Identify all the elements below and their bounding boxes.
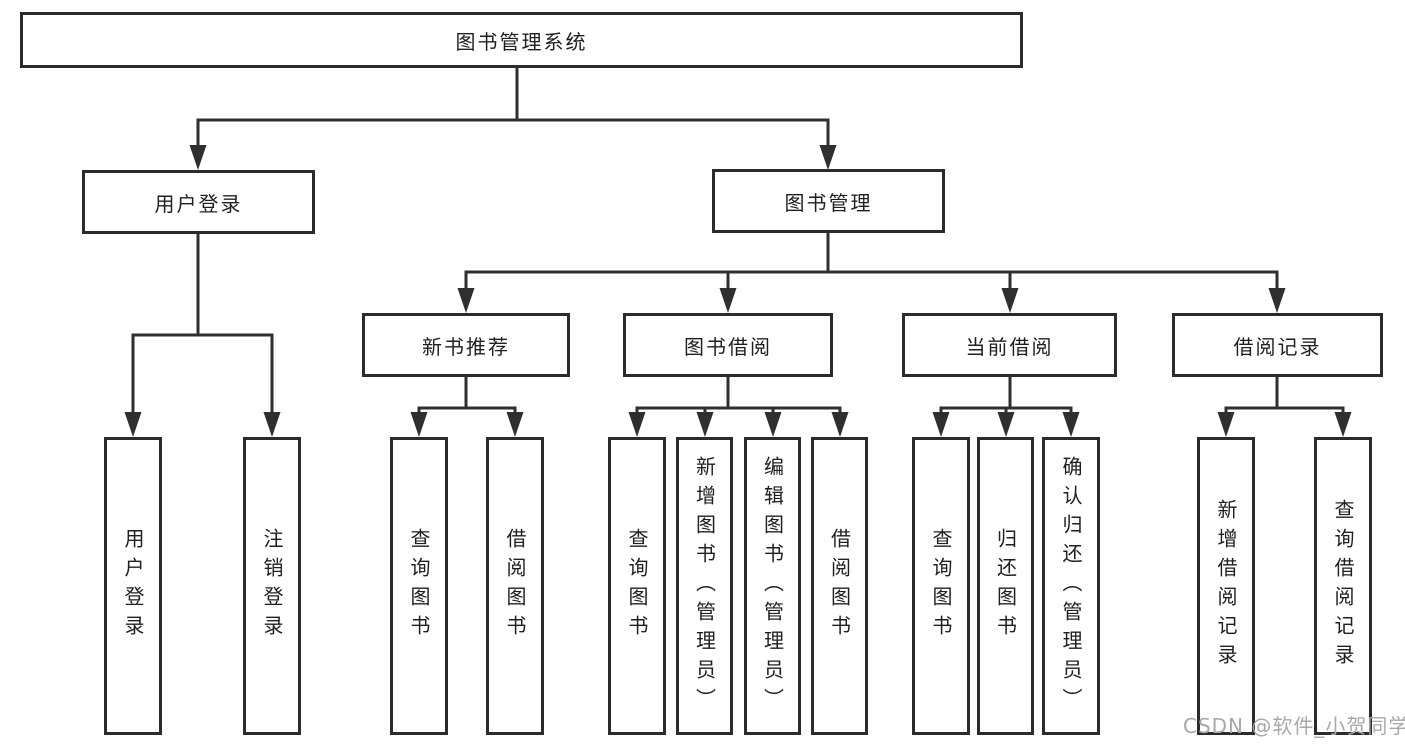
- leaf-nbr-borrow-book-label: 借阅图书: [503, 528, 527, 644]
- leaf-nbr-query-book: 查询图书: [390, 437, 448, 735]
- csdn-watermark: CSDN @软件_小贺同学: [1183, 714, 1405, 738]
- leaf-bb-query-book-label: 查询图书: [625, 528, 649, 644]
- leaf-cb-confirm-return-admin: 确认归还（管理员）: [1042, 437, 1100, 735]
- leaf-br-add-record: 新增借阅记录: [1197, 437, 1255, 735]
- arrowheads: [124, 145, 1352, 437]
- node-new-book-recommend: 新书推荐: [362, 313, 570, 377]
- node-user-login-group: 用户登录: [82, 170, 315, 234]
- leaf-cb-confirm-return-admin-label: 确认归还（管理员）: [1059, 455, 1083, 717]
- leaf-bb-borrow-book-label: 借阅图书: [827, 528, 852, 644]
- leaf-bb-borrow-book: 借阅图书: [811, 437, 868, 735]
- leaf-user-login: 用户登录: [104, 437, 162, 735]
- node-current-borrow: 当前借阅: [902, 313, 1117, 377]
- leaf-user-login-label: 用户登录: [121, 528, 145, 644]
- leaf-br-query-record-label: 查询借阅记录: [1331, 499, 1355, 673]
- leaf-nbr-query-book-label: 查询图书: [407, 528, 431, 644]
- leaf-cb-query-book-label: 查询图书: [929, 528, 953, 644]
- leaf-br-add-record-label: 新增借阅记录: [1214, 499, 1238, 673]
- leaf-logout-login: 注销登录: [243, 437, 301, 735]
- node-book-borrow: 图书借阅: [623, 313, 833, 377]
- leaf-cb-return-book-label: 归还图书: [993, 528, 1018, 644]
- leaf-nbr-borrow-book: 借阅图书: [486, 437, 544, 735]
- leaf-bb-add-book-admin: 新增图书（管理员）: [676, 437, 733, 735]
- leaf-cb-query-book: 查询图书: [912, 437, 970, 735]
- leaf-bb-query-book: 查询图书: [608, 437, 666, 735]
- leaf-bb-add-book-admin-label: 新增图书（管理员）: [692, 455, 717, 717]
- node-book-management-group: 图书管理: [712, 169, 945, 233]
- leaf-logout-login-label: 注销登录: [260, 528, 284, 644]
- leaf-cb-return-book: 归还图书: [977, 437, 1034, 735]
- leaf-br-query-record: 查询借阅记录: [1314, 437, 1372, 735]
- leaf-bb-edit-book-admin: 编辑图书（管理员）: [744, 437, 801, 735]
- node-borrow-records: 借阅记录: [1172, 313, 1383, 377]
- leaf-bb-edit-book-admin-label: 编辑图书（管理员）: [760, 455, 785, 717]
- node-root-library-system: 图书管理系统: [20, 12, 1023, 68]
